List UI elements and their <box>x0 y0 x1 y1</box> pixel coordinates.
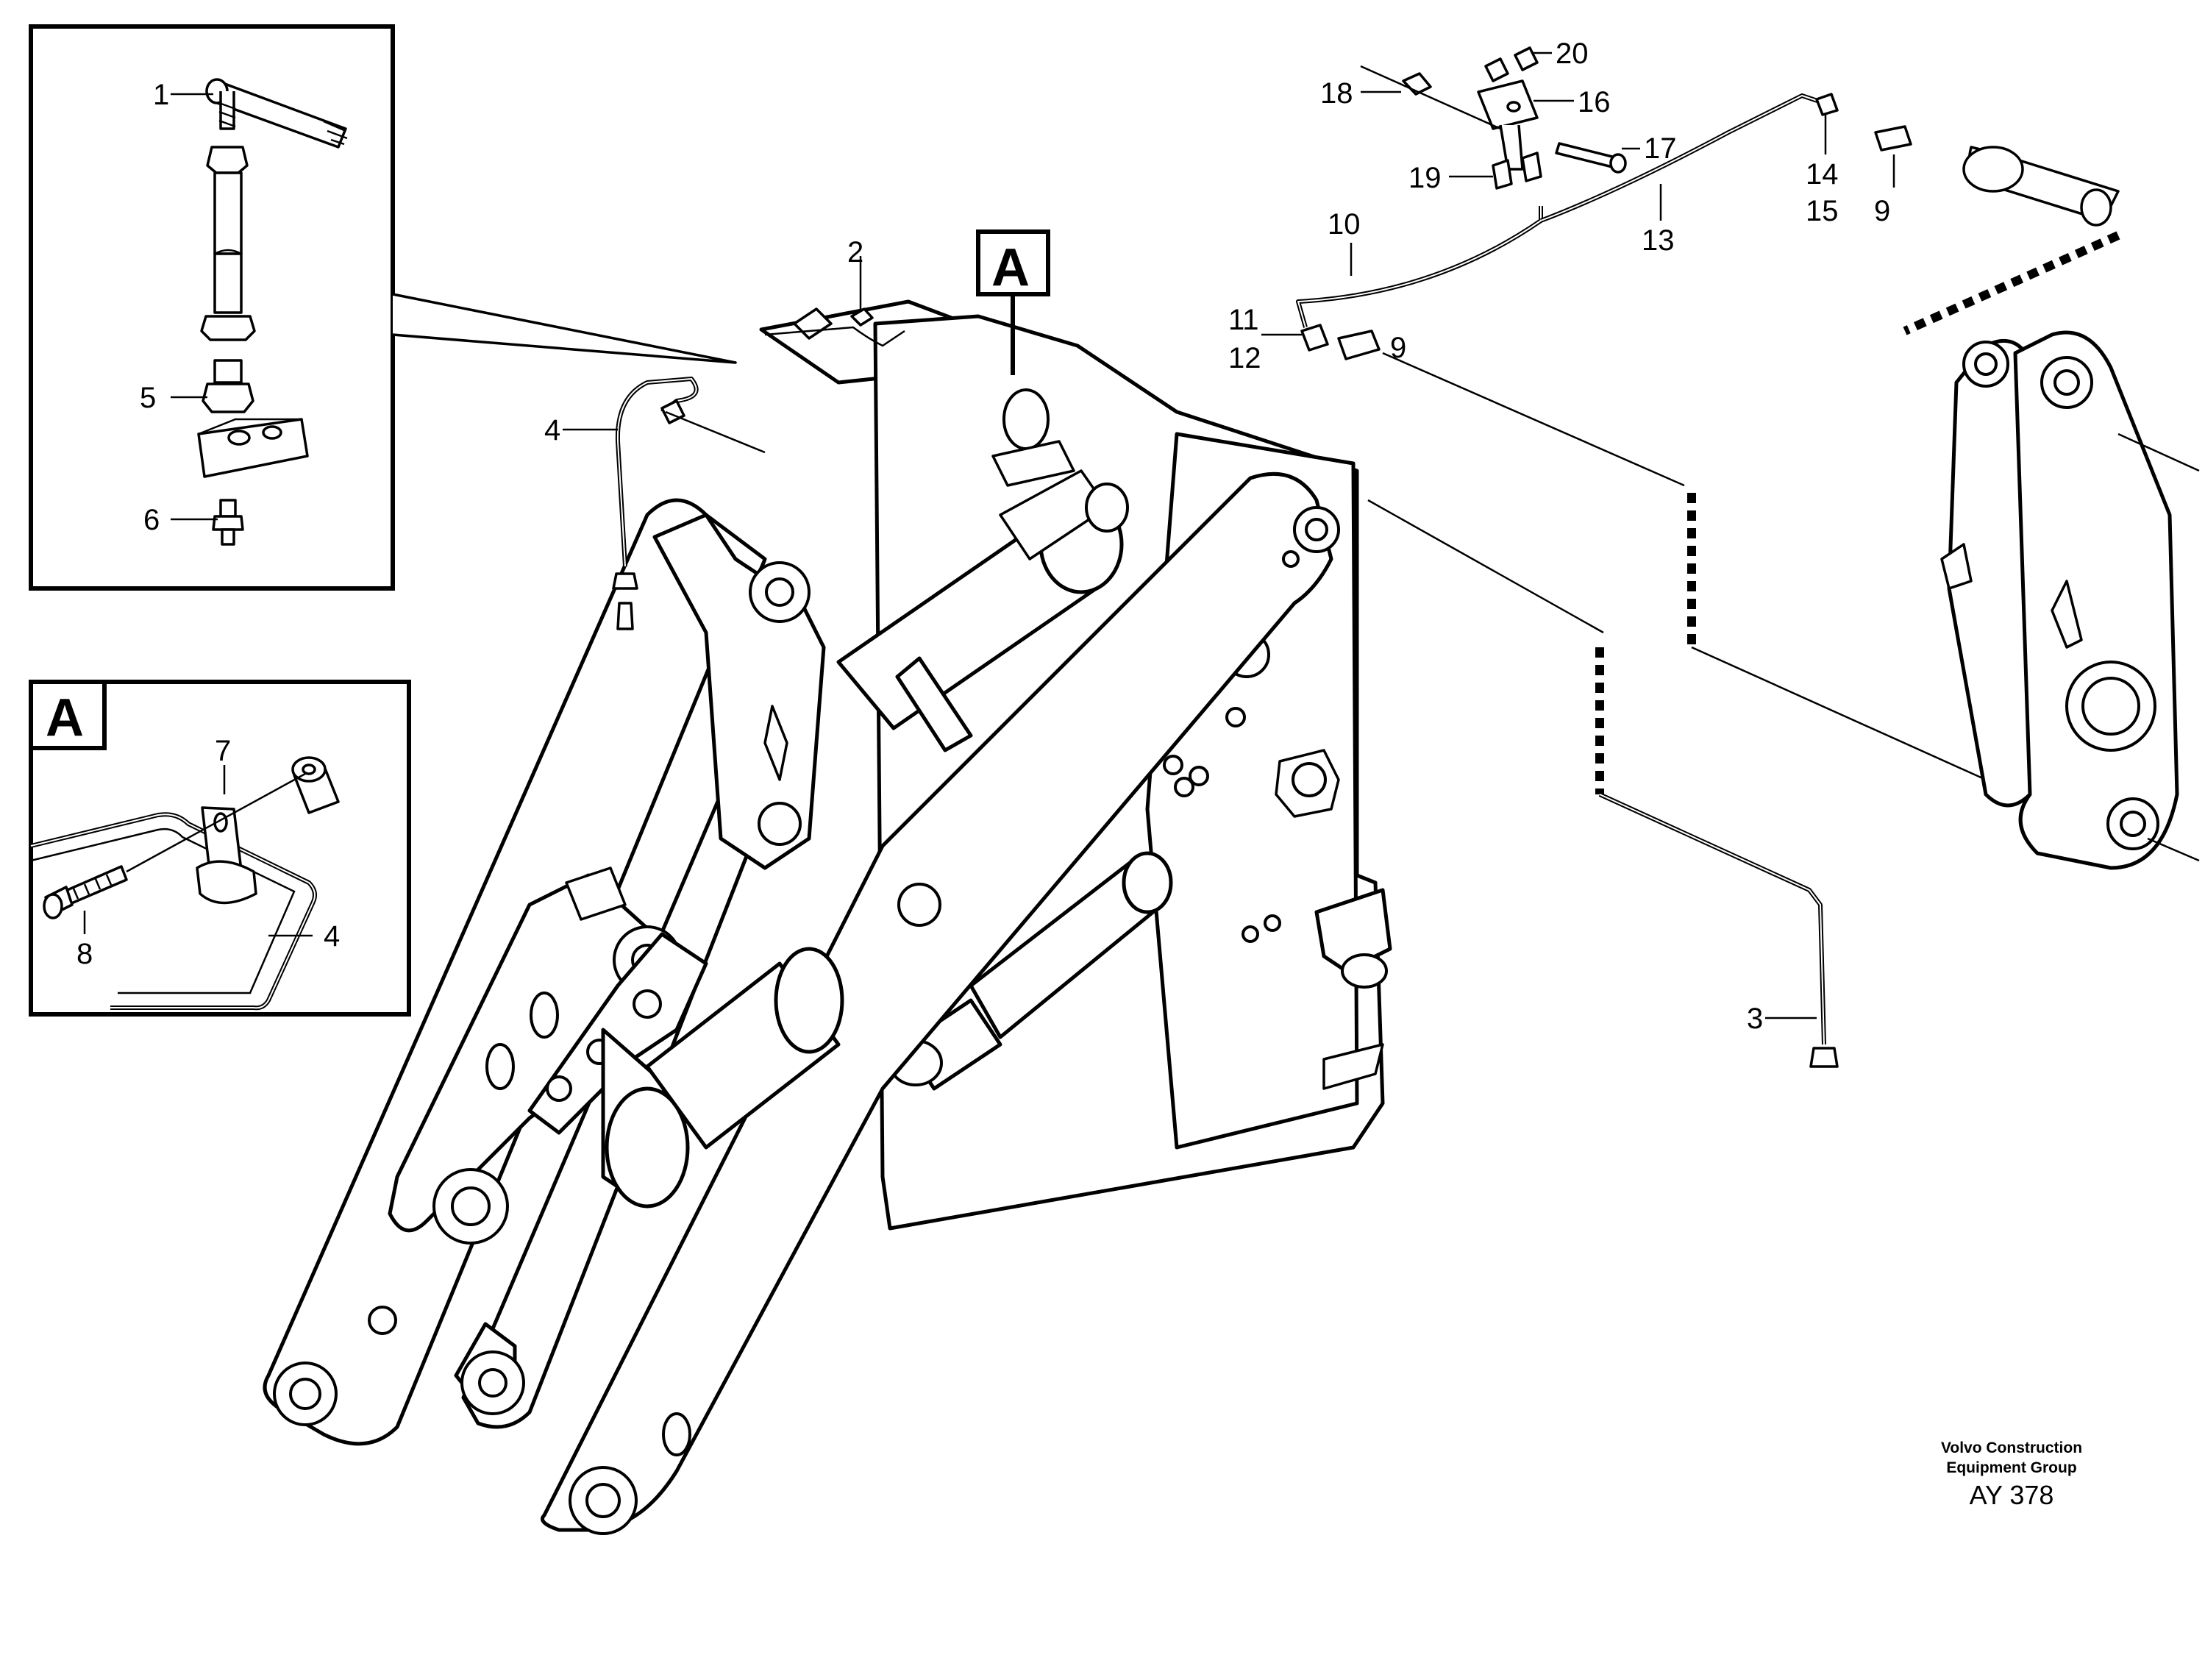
bolt-part <box>43 865 128 919</box>
callout-8: 8 <box>76 938 93 970</box>
pivot-pin <box>1962 146 2120 227</box>
callout-19: 19 <box>1408 162 1442 194</box>
grease-lines <box>1296 46 2120 634</box>
drawing-code: AY 378 <box>1970 1480 2054 1510</box>
callout-15: 15 <box>1806 195 1839 227</box>
pipe-4 <box>563 377 766 630</box>
callout-10: 10 <box>1328 208 1361 241</box>
callout-1: 1 <box>153 79 169 111</box>
callout-12: 12 <box>1228 342 1261 374</box>
callout-9-right: 9 <box>1874 195 1890 227</box>
callout-16: 16 <box>1578 86 1611 118</box>
callout-box-a-label: A <box>991 238 1030 297</box>
nipple-part <box>212 499 244 546</box>
detail-inset: 1 5 6 <box>29 24 737 591</box>
callout-3: 3 <box>1747 1003 1763 1035</box>
lift-cylinder <box>836 469 1129 752</box>
callout-11: 11 <box>1228 304 1259 336</box>
callout-17: 17 <box>1644 132 1677 165</box>
credit-line-2: Equipment Group <box>1946 1459 2076 1476</box>
loader-assembly <box>263 299 1392 1535</box>
clamp-part <box>196 806 257 905</box>
detail-box-a-label: A <box>46 688 84 747</box>
fitting-part <box>202 359 254 413</box>
upper-link <box>652 513 826 870</box>
credit-block: Volvo Construction Equipment Group AY 37… <box>1941 1439 2082 1510</box>
link-assembly-right <box>1940 330 2200 870</box>
credit-line-1: Volvo Construction <box>1941 1439 2082 1456</box>
callout-4-main: 4 <box>544 414 560 446</box>
callout-14: 14 <box>1806 158 1839 191</box>
bracket-block-part <box>197 418 309 478</box>
callout-20: 20 <box>1556 38 1589 70</box>
callout-4-detail: 4 <box>324 920 340 953</box>
callout-7: 7 <box>215 735 231 767</box>
cross-tube <box>601 947 844 1209</box>
callout-5: 5 <box>140 382 156 414</box>
callout-box-a: A <box>976 229 1050 375</box>
tilt-cylinder <box>888 851 1173 1091</box>
callout-18: 18 <box>1320 77 1353 110</box>
distribution-block <box>1477 79 1539 171</box>
tube-stack-part <box>200 146 256 341</box>
callout-9-left: 9 <box>1390 332 1406 364</box>
callout-2: 2 <box>847 236 863 268</box>
callout-13: 13 <box>1642 224 1675 257</box>
detail-box-a: A 7 8 4 <box>29 680 411 1017</box>
callout-6: 6 <box>143 504 160 536</box>
grease-pipe-part <box>205 78 348 149</box>
pipe-3 <box>1598 792 1839 1068</box>
